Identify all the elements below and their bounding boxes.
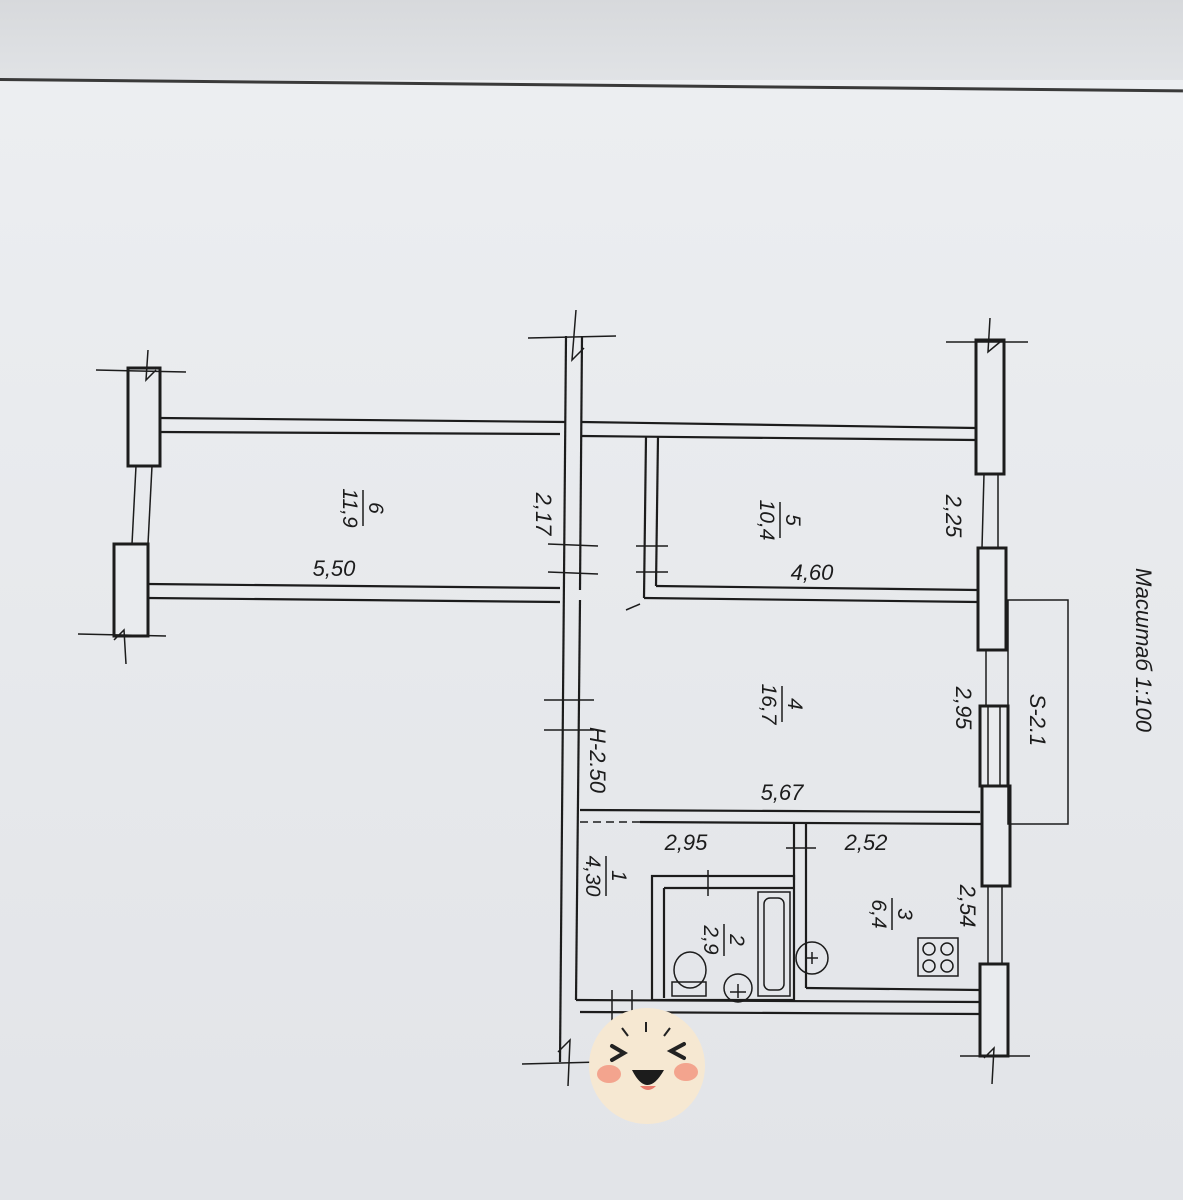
room-5-number: 5 — [781, 514, 804, 526]
room-5-area: 10,4 — [755, 500, 778, 541]
room-5-label: 5 10,4 — [755, 500, 804, 541]
dim-room6-width: 2,17 — [531, 492, 556, 537]
room-6-number: 6 — [364, 502, 387, 514]
room-2-area: 2,9 — [699, 924, 722, 955]
emoji-sticker-icon — [589, 1008, 705, 1124]
dim-room3-width: 2,54 — [955, 884, 980, 928]
room-6-area: 11,9 — [338, 488, 361, 528]
room-2-label: 2 2,9 — [699, 924, 748, 956]
room-3-number: 3 — [893, 908, 916, 920]
background-strip — [0, 0, 1183, 82]
balcony-area-label: S-2.1 — [1025, 694, 1050, 747]
dim-room5-width: 2,25 — [941, 494, 966, 539]
room-2-number: 2 — [725, 933, 748, 946]
dim-room5-length: 4,60 — [791, 560, 835, 585]
room-1-label: 1 4,30 — [581, 856, 630, 897]
room-4-label: 4 16,7 — [757, 684, 806, 726]
dim-room4-width: 2,95 — [951, 686, 976, 731]
dim-room6-length: 5,50 — [313, 556, 357, 581]
toilet-icon — [671, 951, 707, 997]
ceiling-height-label: Н-2.50 — [585, 727, 610, 794]
scale-label: Масштаб 1:100 — [1131, 568, 1156, 733]
sink-icon — [723, 941, 829, 1003]
room-1-number: 1 — [607, 870, 630, 882]
interior-walls — [147, 309, 1069, 1087]
right-exterior-wall — [946, 317, 1030, 1085]
room-4-number: 4 — [783, 698, 806, 710]
room-3-area: 6,4 — [867, 899, 890, 928]
bathtub-icon — [757, 891, 791, 997]
dim-room3-length: 2,52 — [844, 830, 888, 855]
room-4-area: 16,7 — [757, 684, 780, 726]
stove-icon — [917, 937, 959, 977]
dim-room1-length: 2,95 — [664, 830, 709, 855]
room-6-label: 6 11,9 — [338, 488, 387, 528]
room-3-label: 3 6,4 — [867, 898, 916, 930]
dim-room4-length: 5,67 — [761, 780, 805, 805]
room-1-area: 4,30 — [581, 856, 604, 897]
left-exterior-wall — [77, 349, 187, 665]
